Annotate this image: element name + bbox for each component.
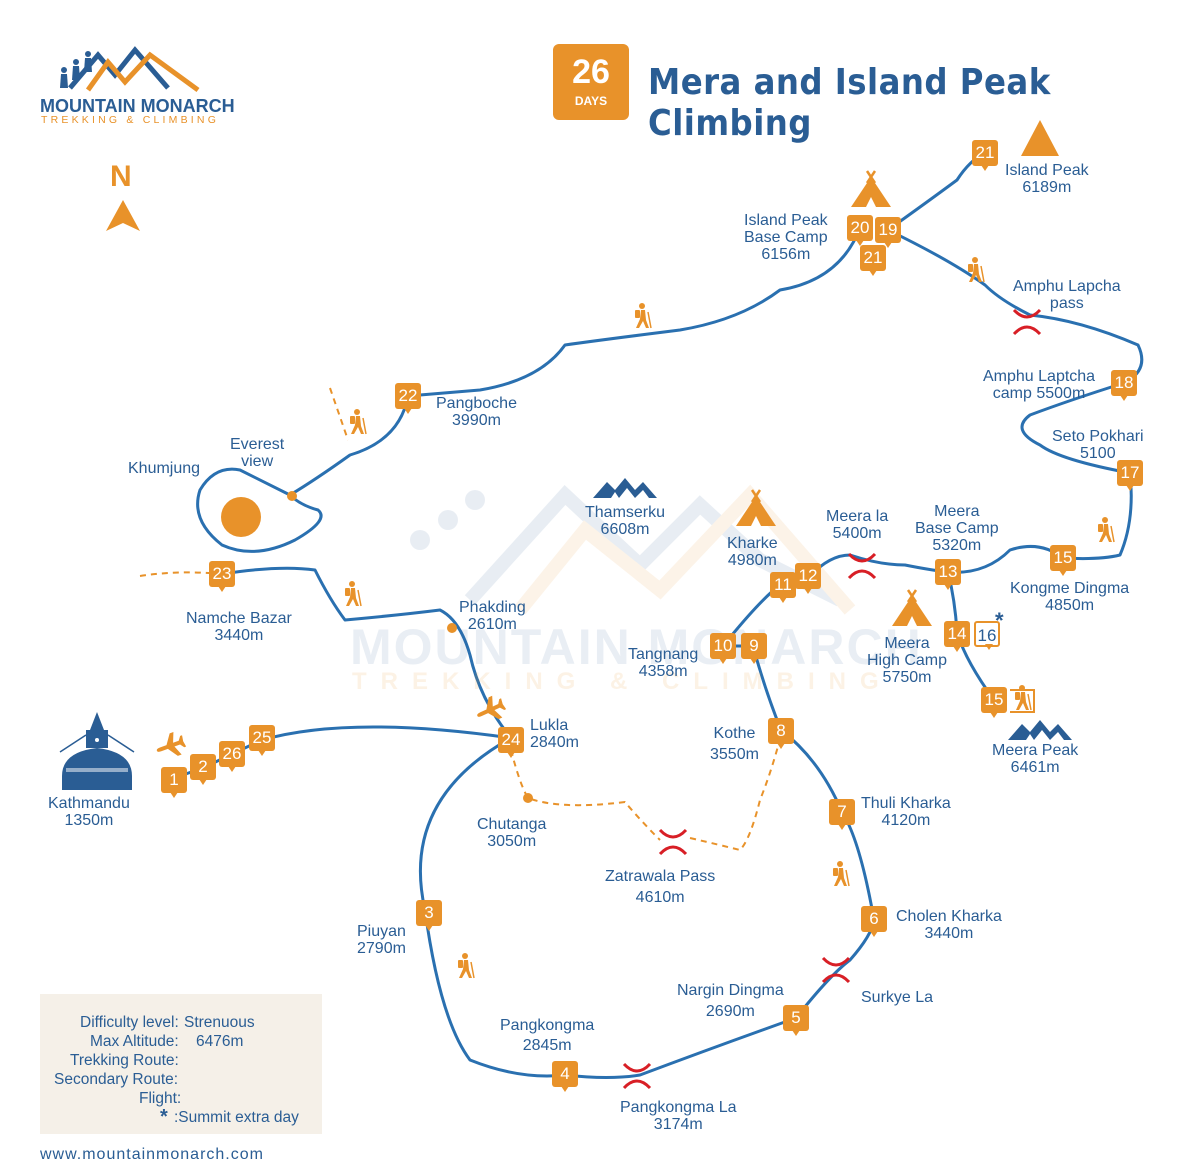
day-marker-18: 18 — [1111, 370, 1137, 401]
logo-mountains — [60, 46, 200, 93]
day-marker-3: 3 — [416, 900, 442, 931]
pass-icon-zatrawala — [658, 828, 688, 856]
legend-altitude-label: Max Altitude: — [90, 1033, 179, 1050]
day-marker-6: 6 — [861, 906, 887, 937]
legend-summit-label: :Summit extra day — [174, 1109, 299, 1126]
day-marker-11: 11 — [770, 572, 796, 603]
watermark-logo — [410, 484, 856, 615]
day-marker-20: 20 — [847, 215, 873, 246]
brand-name: MOUNTAIN MONARCH — [40, 96, 235, 116]
days-number: 26 — [572, 53, 610, 91]
legend-altitude-value: 6476m — [196, 1033, 244, 1050]
day-marker-22: 22 — [395, 383, 421, 414]
legend-difficulty-value: Strenuous — [184, 1014, 255, 1031]
watermark-name: MOUNTAIN MONARCH — [350, 619, 923, 675]
tent-icon-island-bc — [849, 169, 893, 209]
pass-icons — [622, 308, 1042, 1090]
meera-peak-mountain-icon — [1008, 720, 1072, 740]
days-unit: DAYS — [574, 94, 608, 108]
days-badge: 26 DAYS — [553, 44, 629, 120]
summit-extra-day-asterisk: * — [995, 608, 1004, 633]
waypoint-dots — [287, 491, 533, 803]
day-marker-12: 12 — [795, 563, 821, 594]
airport-icon — [221, 497, 261, 537]
thamserku-mountain-icon — [593, 478, 657, 498]
day-marker-21: 21 — [972, 140, 998, 171]
day-marker-7: 7 — [829, 799, 855, 830]
place-khumjung: Khumjung — [128, 460, 201, 477]
day-marker-2: 2 — [190, 754, 216, 785]
legend-trekking-label: Trekking Route: — [70, 1052, 179, 1069]
day-marker-1: 1 — [161, 767, 187, 798]
day-marker-9: 9 — [741, 633, 767, 664]
day-marker-13: 13 — [935, 559, 961, 590]
stupa-icon — [59, 712, 135, 790]
legend-flight-label: Flight: — [139, 1090, 182, 1107]
north-arrow-icon — [106, 200, 140, 231]
summit-climber-icon — [1010, 684, 1035, 713]
legend-summit-asterisk: * — [160, 1106, 168, 1128]
island-peak-icon — [1021, 120, 1059, 156]
day-marker-24: 24 — [498, 727, 524, 758]
day-marker-10: 10 — [710, 633, 736, 664]
legend-secondary-label: Secondary Route: — [54, 1071, 179, 1088]
north-label: N — [110, 160, 132, 193]
day-marker-26: 26 — [219, 741, 245, 772]
day-marker-16: 16 — [974, 621, 1000, 650]
day-marker-23: 23 — [209, 561, 235, 592]
website-url: www.mountainmonarch.com — [40, 1146, 264, 1163]
day-marker-15: 15 — [1050, 545, 1076, 576]
day-marker-21: 21 — [860, 245, 886, 276]
page-title: Mera and Island Peak Climbing — [648, 62, 1051, 144]
place-surkye-la: Surkye La — [861, 989, 934, 1006]
day-marker-4: 4 — [552, 1061, 578, 1092]
day-marker-14: 14 — [944, 621, 970, 652]
secondary-routes — [139, 387, 782, 852]
day-marker-8: 8 — [768, 718, 794, 749]
legend-panel: Difficulty level: Strenuous Max Altitude… — [40, 994, 322, 1134]
legend-difficulty-label: Difficulty level: — [80, 1014, 179, 1031]
pass-icon-surkye-la — [821, 956, 851, 984]
day-marker-19: 19 — [875, 217, 901, 248]
day-marker-17: 17 — [1117, 460, 1143, 491]
day-marker-25: 25 — [249, 725, 275, 756]
day-marker-5: 5 — [783, 1005, 809, 1036]
brand-tagline: TREKKING & CLIMBING — [41, 114, 220, 126]
watermark-tagline: TREKKING & CLIMBING — [352, 668, 893, 695]
day-marker-15: 15 — [981, 687, 1007, 718]
